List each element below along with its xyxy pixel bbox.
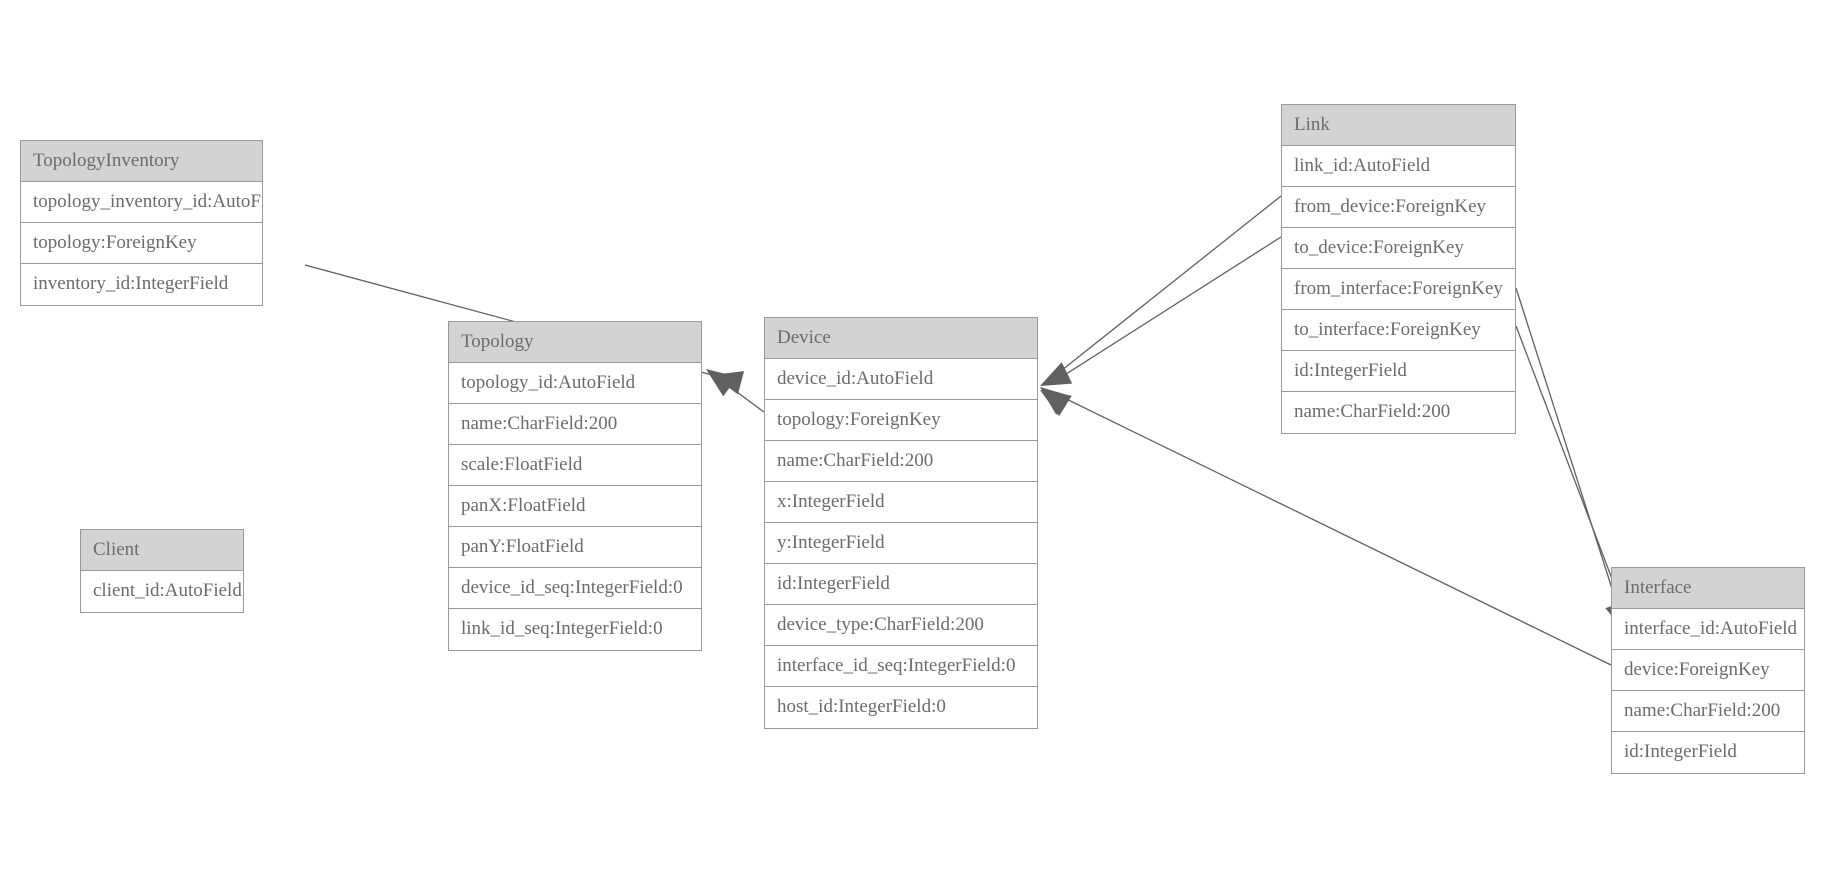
entity-field-row[interactable]: interface_id_seq:IntegerField:0	[765, 646, 1037, 687]
entity-field-row[interactable]: inventory_id:IntegerField	[21, 264, 262, 305]
relationship-line	[1515, 287, 1623, 621]
entity-field-row[interactable]: name:CharField:200	[1612, 691, 1804, 732]
relationship-line	[1051, 236, 1282, 384]
entity-field-row[interactable]: device_id_seq:IntegerField:0	[449, 568, 701, 609]
entity-field-row[interactable]: device_type:CharField:200	[765, 605, 1037, 646]
entity-title-device: Device	[765, 318, 1037, 359]
entity-field-row[interactable]: x:IntegerField	[765, 482, 1037, 523]
entity-field-row[interactable]: link_id_seq:IntegerField:0	[449, 609, 701, 650]
entity-field-row[interactable]: host_id:IntegerField:0	[765, 687, 1037, 728]
entity-field-row[interactable]: y:IntegerField	[765, 523, 1037, 564]
entity-title-topology: Topology	[449, 322, 701, 363]
entity-field-row[interactable]: interface_id:AutoField	[1612, 609, 1804, 650]
entity-field-row[interactable]: scale:FloatField	[449, 445, 701, 486]
entity-field-row[interactable]: topology_inventory_id:AutoField	[21, 182, 262, 223]
relationship-edge	[1040, 195, 1282, 415]
relationship-arrowhead	[712, 371, 745, 395]
entity-field-row[interactable]: id:IntegerField	[765, 564, 1037, 605]
entity-field-row[interactable]: client_id:AutoField	[81, 571, 243, 612]
entity-field-row[interactable]: name:CharField:200	[449, 404, 701, 445]
entity-field-row[interactable]: topology:ForeignKey	[765, 400, 1037, 441]
relationship-edge	[706, 369, 765, 413]
relationship-arrowhead	[1040, 387, 1072, 415]
entity-title-interface: Interface	[1612, 568, 1804, 609]
relationship-line	[717, 377, 765, 413]
entity-field-row[interactable]: topology:ForeignKey	[21, 223, 262, 264]
entity-field-row[interactable]: from_device:ForeignKey	[1282, 187, 1515, 228]
entity-field-row[interactable]: to_interface:ForeignKey	[1282, 310, 1515, 351]
entity-field-row[interactable]: device:ForeignKey	[1612, 650, 1804, 691]
relationship-arrowhead	[1040, 390, 1072, 417]
entity-field-row[interactable]: name:CharField:200	[1282, 392, 1515, 433]
entity-field-row[interactable]: from_interface:ForeignKey	[1282, 269, 1515, 310]
entity-field-row[interactable]: link_id:AutoField	[1282, 146, 1515, 187]
relationship-line	[1051, 195, 1282, 379]
entity-field-row[interactable]: device_id:AutoField	[765, 359, 1037, 400]
entity-field-row[interactable]: topology_id:AutoField	[449, 363, 701, 404]
relationship-edge	[1040, 236, 1282, 417]
entity-title-client: Client	[81, 530, 243, 571]
entity-title-link: Link	[1282, 105, 1515, 146]
entity-field-row[interactable]: id:IntegerField	[1282, 351, 1515, 392]
entity-title-topology_inventory: TopologyInventory	[21, 141, 262, 182]
entity-field-row[interactable]: panY:FloatField	[449, 527, 701, 568]
entity-field-row[interactable]: to_device:ForeignKey	[1282, 228, 1515, 269]
entity-field-row[interactable]: id:IntegerField	[1612, 732, 1804, 773]
relationship-arrowhead	[1040, 362, 1073, 386]
relationship-arrowhead	[706, 369, 738, 397]
entity-field-row[interactable]: name:CharField:200	[765, 441, 1037, 482]
entity-field-row[interactable]: panX:FloatField	[449, 486, 701, 527]
